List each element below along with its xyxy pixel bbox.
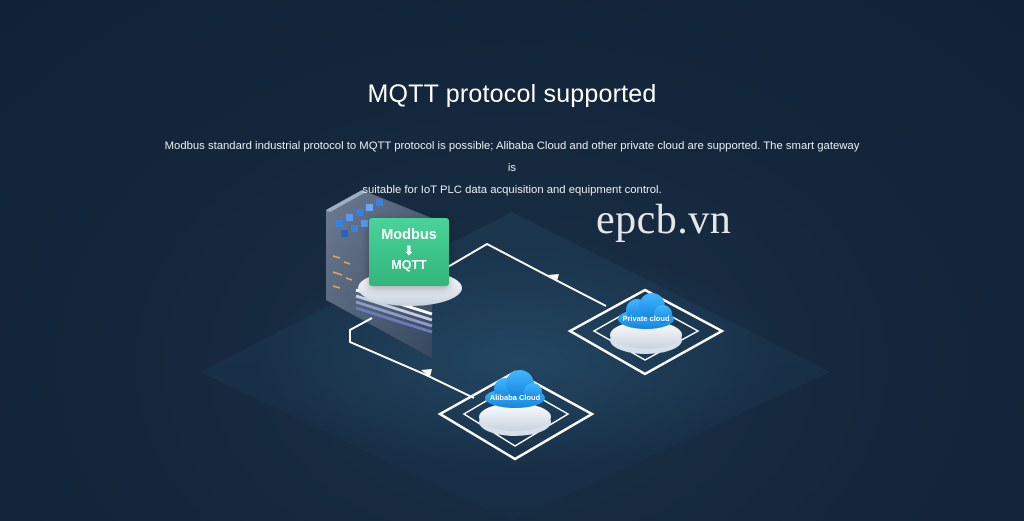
status-leds: [336, 199, 383, 237]
arrow-alibaba: [421, 369, 432, 377]
private-cloud-label: Private cloud: [622, 314, 670, 323]
converter-source-label: Modbus: [381, 227, 437, 243]
modbus-mqtt-converter: Modbus ⬇ MQTT: [369, 218, 449, 286]
watermark: epcb.vn: [596, 197, 732, 243]
alibaba-cloud-platform: [437, 370, 595, 461]
converter-target-label: MQTT: [391, 258, 427, 272]
alibaba-cloud-label: Alibaba Cloud: [489, 393, 541, 402]
alibaba-cloud-icon: [485, 370, 545, 408]
private-cloud-platform: [567, 288, 725, 376]
page-title: MQTT protocol supported: [367, 80, 657, 108]
arrow-private: [548, 274, 559, 281]
description-line-2: suitable for IoT PLC data acquisition an…: [362, 184, 662, 196]
flow-arrows: [421, 274, 559, 377]
private-cloud-icon: [618, 293, 674, 329]
line-to-alibaba-cloud: [349, 317, 475, 399]
line-to-private-cloud: [445, 242, 607, 307]
connection-lines: [349, 242, 607, 399]
down-arrow-icon: ⬇: [403, 243, 415, 258]
indicator-dashes: [332, 255, 353, 289]
description-line-1: Modbus standard industrial protocol to M…: [164, 140, 860, 174]
page-description: Modbus standard industrial protocol to M…: [162, 135, 862, 201]
